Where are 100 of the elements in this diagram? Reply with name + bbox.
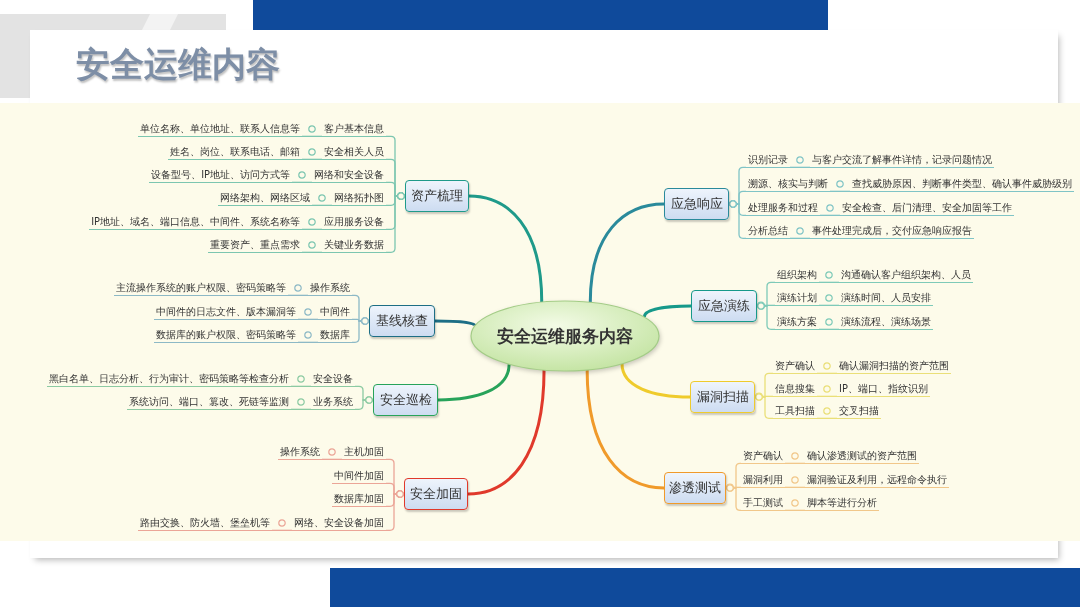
- connector-line: [784, 462, 806, 464]
- connector-line: [297, 341, 319, 343]
- slide-title: 安全运维内容: [76, 43, 280, 86]
- connector-line: [271, 529, 293, 531]
- center-ellipse: [470, 300, 660, 372]
- detail-text: 设备型号、IP地址、访问方式等: [149, 167, 292, 183]
- detail-text: 与客户交流了解事件详情，记录问题情况: [810, 152, 994, 168]
- detail-text: 沟通确认客户组织架构、人员: [839, 267, 973, 283]
- subtopic-label: 网络、安全设备加固: [292, 515, 386, 531]
- connector-line: [301, 135, 323, 137]
- connector-line: [287, 294, 309, 296]
- center-topic-text: 安全运维服务内容: [496, 324, 634, 348]
- subtopic-label: 安全设备: [311, 371, 355, 387]
- branch-curve: [468, 194, 544, 303]
- detail-text: 黑白名单、日志分析、行为审计、密码策略等检查分析: [47, 371, 291, 387]
- branch-curve: [620, 363, 691, 399]
- subtopic-label: 关键业务数据: [322, 237, 386, 253]
- connector-line: [816, 395, 838, 397]
- topic-box: 漏洞扫描: [690, 381, 755, 413]
- detail-text: 主流操作系统的账户权限、密码策略等: [114, 280, 288, 296]
- connector-line: [385, 490, 405, 531]
- connector-line: [818, 281, 840, 283]
- branch-curve: [437, 364, 511, 402]
- detail-text: 确认渗透测试的资产范围: [805, 448, 919, 464]
- topic-box: 基线核查: [369, 305, 435, 337]
- connector-line: [818, 304, 840, 306]
- connector-line: [784, 509, 806, 511]
- subtopic-label: 工具扫描: [773, 403, 817, 419]
- connector-line: [311, 204, 333, 206]
- detail-text: 路由交换、防火墙、堡垒机等: [138, 515, 272, 531]
- subtopic-label: 中间件: [318, 304, 352, 320]
- connector-line: [816, 372, 838, 374]
- detail-text: 脚本等进行分析: [805, 495, 879, 511]
- connector-line: [291, 181, 313, 183]
- topic-box: 应急演练: [691, 290, 757, 322]
- subtopic-label: 漏洞利用: [741, 472, 785, 488]
- connector-line: [385, 192, 406, 253]
- subtopic-label: 识别记录: [746, 152, 790, 168]
- detail-text: 确认漏洞扫描的资产范围: [837, 358, 951, 374]
- subtopic-label: 主机加固: [342, 444, 386, 460]
- connector-line: [351, 317, 370, 343]
- subtopic-label: 操作系统: [308, 280, 352, 296]
- topic-box: 安全加固: [404, 478, 468, 510]
- connector-line: [784, 486, 806, 488]
- detail-text: 操作系统: [278, 444, 322, 460]
- detail-text: 姓名、岗位、联系电话、邮箱: [168, 144, 302, 160]
- connector-line: [789, 237, 811, 239]
- connector-line: [789, 166, 811, 168]
- topic-box: 渗透测试: [664, 472, 726, 504]
- subtopic-label: 网络拓扑图: [332, 190, 386, 206]
- branch-curve: [435, 319, 477, 327]
- connector-line: [321, 458, 343, 460]
- detail-text: 数据库的账户权限、密码策略等: [154, 327, 298, 343]
- subtopic-label: 资产确认: [741, 448, 785, 464]
- subtopic-label: 信息搜集: [773, 381, 817, 397]
- connector-line: [301, 158, 323, 160]
- subtopic-label: 应用服务设备: [322, 214, 386, 230]
- branch-curve: [467, 370, 546, 496]
- detail-text: 重要资产、重点需求: [208, 237, 302, 253]
- detail-text: 交叉扫描: [837, 403, 881, 419]
- subtopic-label: 演练方案: [775, 314, 819, 330]
- branch-curve: [642, 304, 691, 318]
- connector-line: [754, 393, 774, 419]
- subtopic-label: 组织架构: [775, 267, 819, 283]
- topic-box: 应急响应: [664, 188, 729, 220]
- connector-line: [728, 200, 747, 239]
- topic-box: 安全巡检: [373, 384, 438, 416]
- detail-text: 事件处理完成后，交付应急响应报告: [810, 223, 974, 239]
- connector-line: [297, 318, 319, 320]
- subtopic-label: 网络和安全设备: [312, 167, 386, 183]
- subtopic-label: 手工测试: [741, 495, 785, 511]
- subtopic-label: 分析总结: [746, 223, 790, 239]
- detail-text: 网络架构、网络区域: [218, 190, 312, 206]
- connector-line: [354, 396, 374, 410]
- detail-text: IP地址、域名、端口信息、中间件、系统名称等: [89, 214, 302, 230]
- connector-line: [290, 408, 312, 410]
- subtopic-label: 安全相关人员: [322, 144, 386, 160]
- subtopic-label: 演练计划: [775, 290, 819, 306]
- subtopic-label: 中间件加固: [332, 468, 386, 484]
- subtopic-label: 处理服务和过程: [746, 200, 820, 216]
- detail-text: 演练流程、演练场景: [839, 314, 933, 330]
- subtopic-label: 数据库加固: [332, 491, 386, 507]
- subtopic-label: 溯源、核实与判断: [746, 176, 830, 192]
- subtopic-label: 资产确认: [773, 358, 817, 374]
- detail-text: 单位名称、单位地址、联系人信息等: [138, 121, 302, 137]
- detail-text: 中间件的日志文件、版本漏洞等: [154, 304, 298, 320]
- connector-line: [816, 417, 838, 419]
- connector-line: [290, 385, 312, 387]
- branch-curve: [588, 202, 665, 303]
- detail-text: 查找威胁原因、判断事件类型、确认事件威胁级别: [850, 176, 1074, 192]
- detail-text: 安全检查、后门清理、安全加固等工作: [840, 200, 1014, 216]
- connector-line: [756, 302, 776, 330]
- subtopic-label: 业务系统: [311, 394, 355, 410]
- connector-line: [725, 484, 742, 511]
- connector-line: [301, 228, 323, 230]
- subtopic-label: 客户基本信息: [322, 121, 386, 137]
- branch-curve: [585, 369, 665, 490]
- detail-text: 演练时间、人员安排: [839, 290, 933, 306]
- connector-line: [819, 214, 841, 216]
- detail-text: IP、端口、指纹识别: [837, 381, 930, 397]
